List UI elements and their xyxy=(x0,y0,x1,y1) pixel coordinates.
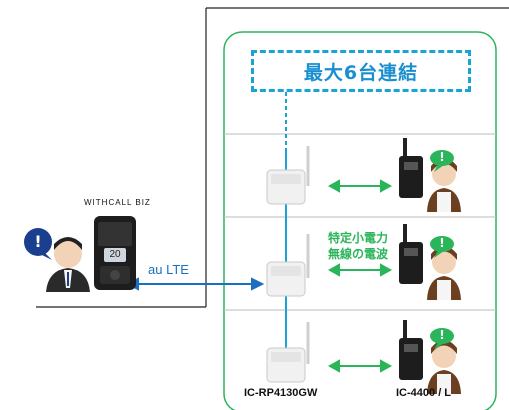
radio-wave-label: 特定小電力 無線の電波 xyxy=(328,230,388,262)
brand-logo-text: WITHCALL BIZ xyxy=(84,198,151,207)
radio-arrow-2 xyxy=(327,263,393,277)
worker-figure-3 xyxy=(427,340,461,394)
max-units-title: 最大6台連結 xyxy=(251,50,471,92)
alert-bubble-green-2 xyxy=(430,236,454,258)
alert-mark-green-3: ! xyxy=(439,328,445,342)
worker-figure-1 xyxy=(427,158,461,212)
withcall-handset xyxy=(94,216,136,290)
alert-bubble-green-3 xyxy=(430,328,454,350)
alert-mark-green-1: ! xyxy=(439,150,445,164)
handset-screen-text: 20 xyxy=(109,249,121,260)
lte-label: au LTE xyxy=(148,262,189,277)
radio-handset-3 xyxy=(399,320,423,380)
alert-bubble-green-1 xyxy=(430,150,454,172)
repeater-unit-1 xyxy=(266,146,310,205)
radio-wave-label-line2: 無線の電波 xyxy=(328,247,389,261)
radio-handset-2 xyxy=(399,224,423,284)
manager-figure xyxy=(46,237,90,292)
alert-mark-green-2: ! xyxy=(439,236,445,250)
alert-mark-navy: ! xyxy=(34,232,42,251)
network-container xyxy=(223,31,497,410)
repeater-model-label: IC-RP4130GW xyxy=(244,387,318,399)
alert-bubble-navy xyxy=(24,228,52,260)
radio-handset-1 xyxy=(399,138,423,198)
worker-figure-2 xyxy=(427,246,461,300)
radio-wave-label-line1: 特定小電力 xyxy=(328,231,389,245)
radio-arrow-3 xyxy=(327,359,393,373)
radio-model-label: IC-4400 / L xyxy=(396,387,452,399)
radio-arrow-1 xyxy=(327,179,393,193)
lte-arrow xyxy=(125,277,265,291)
repeater-unit-2 xyxy=(266,234,310,297)
repeater-unit-3 xyxy=(266,322,310,383)
